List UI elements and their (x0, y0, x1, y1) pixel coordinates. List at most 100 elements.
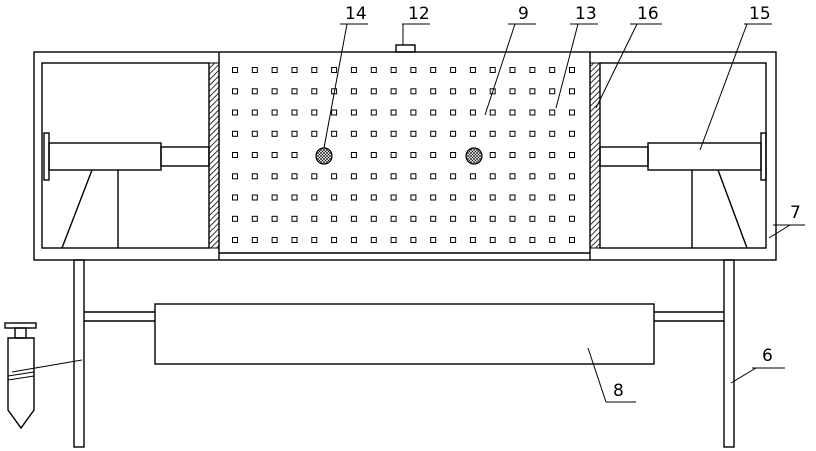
label-8: 8 (613, 381, 624, 401)
hole (232, 88, 238, 95)
hole (450, 173, 457, 180)
hole (251, 67, 258, 73)
hole (410, 152, 417, 158)
legs (73, 259, 735, 448)
hole (390, 173, 397, 180)
hole (232, 237, 238, 243)
hole (489, 88, 496, 95)
hole (509, 152, 516, 158)
hole (370, 173, 377, 180)
hole (370, 88, 377, 95)
hole (251, 173, 258, 180)
label-6: 6 (762, 346, 773, 366)
hole (271, 152, 278, 158)
hole (271, 109, 278, 116)
hole (291, 88, 298, 95)
hole (529, 194, 536, 201)
hole (509, 237, 516, 243)
hole (350, 88, 357, 95)
hole (410, 67, 417, 73)
hole (569, 109, 575, 116)
label-13: 13 (575, 4, 597, 24)
hole (569, 152, 575, 158)
hole (529, 130, 536, 137)
right-cylinder (599, 132, 767, 249)
hole (450, 237, 457, 243)
label-12: 12 (408, 4, 430, 24)
hole (350, 173, 357, 180)
hole (549, 194, 556, 201)
hole (271, 88, 278, 95)
hole (251, 88, 258, 95)
hole (251, 152, 258, 158)
hole (291, 130, 298, 137)
hole (232, 194, 238, 201)
hole (430, 130, 437, 137)
hole (251, 237, 258, 243)
ground-spike (4, 322, 83, 430)
hole (311, 67, 318, 73)
top-fitting (395, 44, 416, 53)
hole (410, 88, 417, 95)
hole (509, 194, 516, 201)
hole (410, 173, 417, 180)
hole (549, 109, 556, 116)
hole (549, 88, 556, 95)
label-7: 7 (790, 203, 801, 223)
hole (410, 237, 417, 243)
left-hatched-plate (208, 62, 220, 249)
hole (469, 88, 476, 95)
hole (489, 194, 496, 201)
hole (430, 173, 437, 180)
hole (430, 215, 437, 222)
right-ball (465, 147, 483, 165)
hole (529, 67, 536, 73)
hole (390, 109, 397, 116)
hole (430, 194, 437, 201)
hole (331, 67, 338, 73)
hole (489, 173, 496, 180)
hole (430, 152, 437, 158)
hole (430, 109, 437, 116)
hole (350, 152, 357, 158)
hole (271, 194, 278, 201)
hole (469, 237, 476, 243)
roller (154, 303, 655, 365)
left-cylinder (43, 132, 210, 249)
label-15: 15 (749, 4, 771, 24)
hole (509, 88, 516, 95)
hole (251, 130, 258, 137)
hole (529, 173, 536, 180)
hole (410, 215, 417, 222)
hole (232, 109, 238, 116)
hole (311, 88, 318, 95)
hole (569, 67, 575, 73)
hole (529, 215, 536, 222)
hole (469, 130, 476, 137)
right-hatched-plate (589, 62, 601, 249)
hole (291, 194, 298, 201)
hole (390, 152, 397, 158)
hole (370, 109, 377, 116)
hole (450, 194, 457, 201)
hole (390, 194, 397, 201)
hole (489, 109, 496, 116)
hole (291, 215, 298, 222)
hole (450, 152, 457, 158)
hole (331, 109, 338, 116)
label-16: 16 (637, 4, 659, 24)
hole (489, 237, 496, 243)
hole (350, 215, 357, 222)
hole (450, 130, 457, 137)
hole (469, 173, 476, 180)
hole (390, 67, 397, 73)
hole (311, 130, 318, 137)
hole (430, 67, 437, 73)
hole (390, 130, 397, 137)
hole (569, 215, 575, 222)
hole (450, 109, 457, 116)
hole (271, 130, 278, 137)
hole (410, 130, 417, 137)
hole (569, 237, 575, 243)
hole (232, 173, 238, 180)
